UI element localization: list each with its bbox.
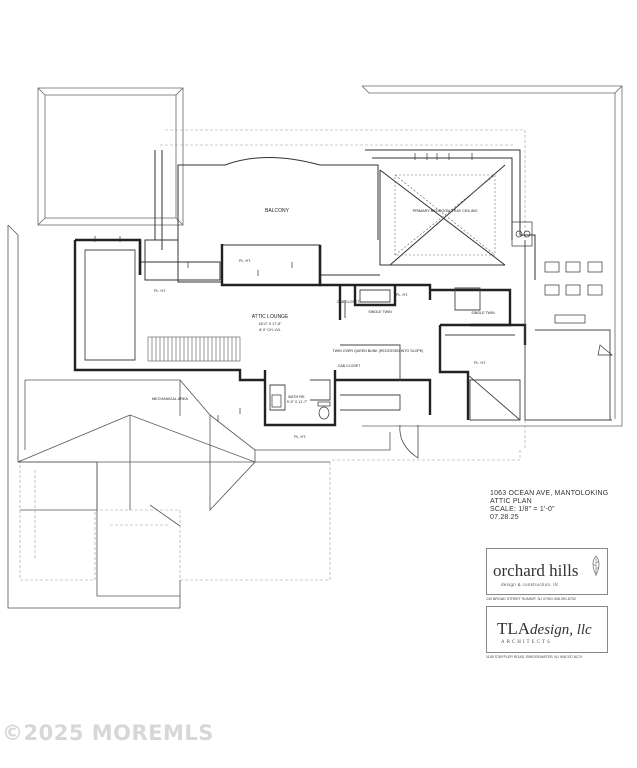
attic-stair — [147, 336, 241, 362]
bath-size: 9'-0" X 11'-7" — [287, 400, 308, 404]
interior-walls — [84, 240, 612, 421]
single-twin-2-label: SINGLE TWIN — [471, 311, 495, 315]
orchard-hills-tagline: design & construction, llc — [501, 582, 559, 587]
room-labels: BALCONY PRIMARY BEDROOM TRAY CEILING ATT… — [152, 208, 495, 404]
vent-marks — [94, 153, 473, 421]
sheet-title: ATTIC PLAN — [490, 498, 532, 505]
pl-ht-note-5: PL. HT. — [396, 293, 408, 297]
tla-design-logo: TLAdesign, llc ARCHITECTS — [486, 606, 608, 653]
project-address: 1063 OCEAN AVE, MANTOLOKING — [490, 490, 609, 497]
pl-ht-note-2: PL. HT. — [154, 289, 166, 293]
lower-roof — [7, 224, 391, 609]
tray-ceiling — [394, 174, 496, 256]
pl-ht-note-3: PL. HT. — [294, 435, 306, 439]
tla-tagline: ARCHITECTS — [501, 640, 552, 645]
tla-name-script: design, llc — [530, 622, 592, 638]
balcony-label: BALCONY — [265, 208, 290, 214]
cab-closet-2-label: CAB CLOSET — [338, 364, 362, 368]
eave-lines — [19, 129, 526, 581]
tla-name-strong: TLA — [497, 619, 531, 638]
roof-outline — [37, 85, 623, 427]
drawing-date: 07.28.25 — [490, 514, 519, 521]
cab-closet-1-label: CAB CLOSET — [337, 300, 361, 304]
tla-address: 1155 STAFFLER ROAD, BRIDGEWATER, NJ 908.… — [486, 655, 582, 659]
attic-walls — [73, 238, 527, 427]
single-twin-1-label: SINGLE TWIN — [368, 310, 392, 314]
balcony-structure — [140, 149, 536, 283]
fixtures — [271, 221, 613, 459]
orchard-hills-logo: orchard hills design & construction, llc — [486, 548, 608, 595]
tla-design-name: TLAdesign, llc — [497, 619, 592, 639]
pl-ht-note-4: PL. HT. — [474, 361, 486, 365]
mls-watermark: ©2025 MOREMLS — [2, 721, 214, 745]
primary-bedroom-label: PRIMARY BEDROOM TRAY CEILING — [413, 209, 478, 213]
orchard-hills-address: 140 BROAD STREET SUMMIT, NJ 07901 908.59… — [486, 597, 577, 601]
twin-over-queen-label: TWIN OVER QUEEN BUNK (RECESSED INTO SLOP… — [333, 349, 424, 353]
attic-lounge-ceiling: 8'-0" CH. LVL — [259, 328, 280, 332]
pl-ht-note-1: PL. HT. — [239, 259, 251, 263]
mechanical-area-label: MECHANICAL AREA — [152, 397, 188, 401]
leaf-icon — [592, 555, 600, 576]
orchard-hills-name: orchard hills — [493, 561, 579, 580]
attic-lounge-label: ATTIC LOUNGE — [252, 314, 289, 320]
plate-height-notes: PL. HT. PL. HT. PL. HT. PL. HT. PL. HT. — [154, 259, 486, 439]
title-block: 1063 OCEAN AVE, MANTOLOKING ATTIC PLAN S… — [490, 490, 610, 522]
attic-lounge-size: 18'-0" X 17'-8" — [259, 322, 282, 326]
drawing-scale: SCALE: 1/8" = 1'-0" — [490, 506, 555, 513]
bath-label: BATH RE. — [288, 395, 305, 399]
